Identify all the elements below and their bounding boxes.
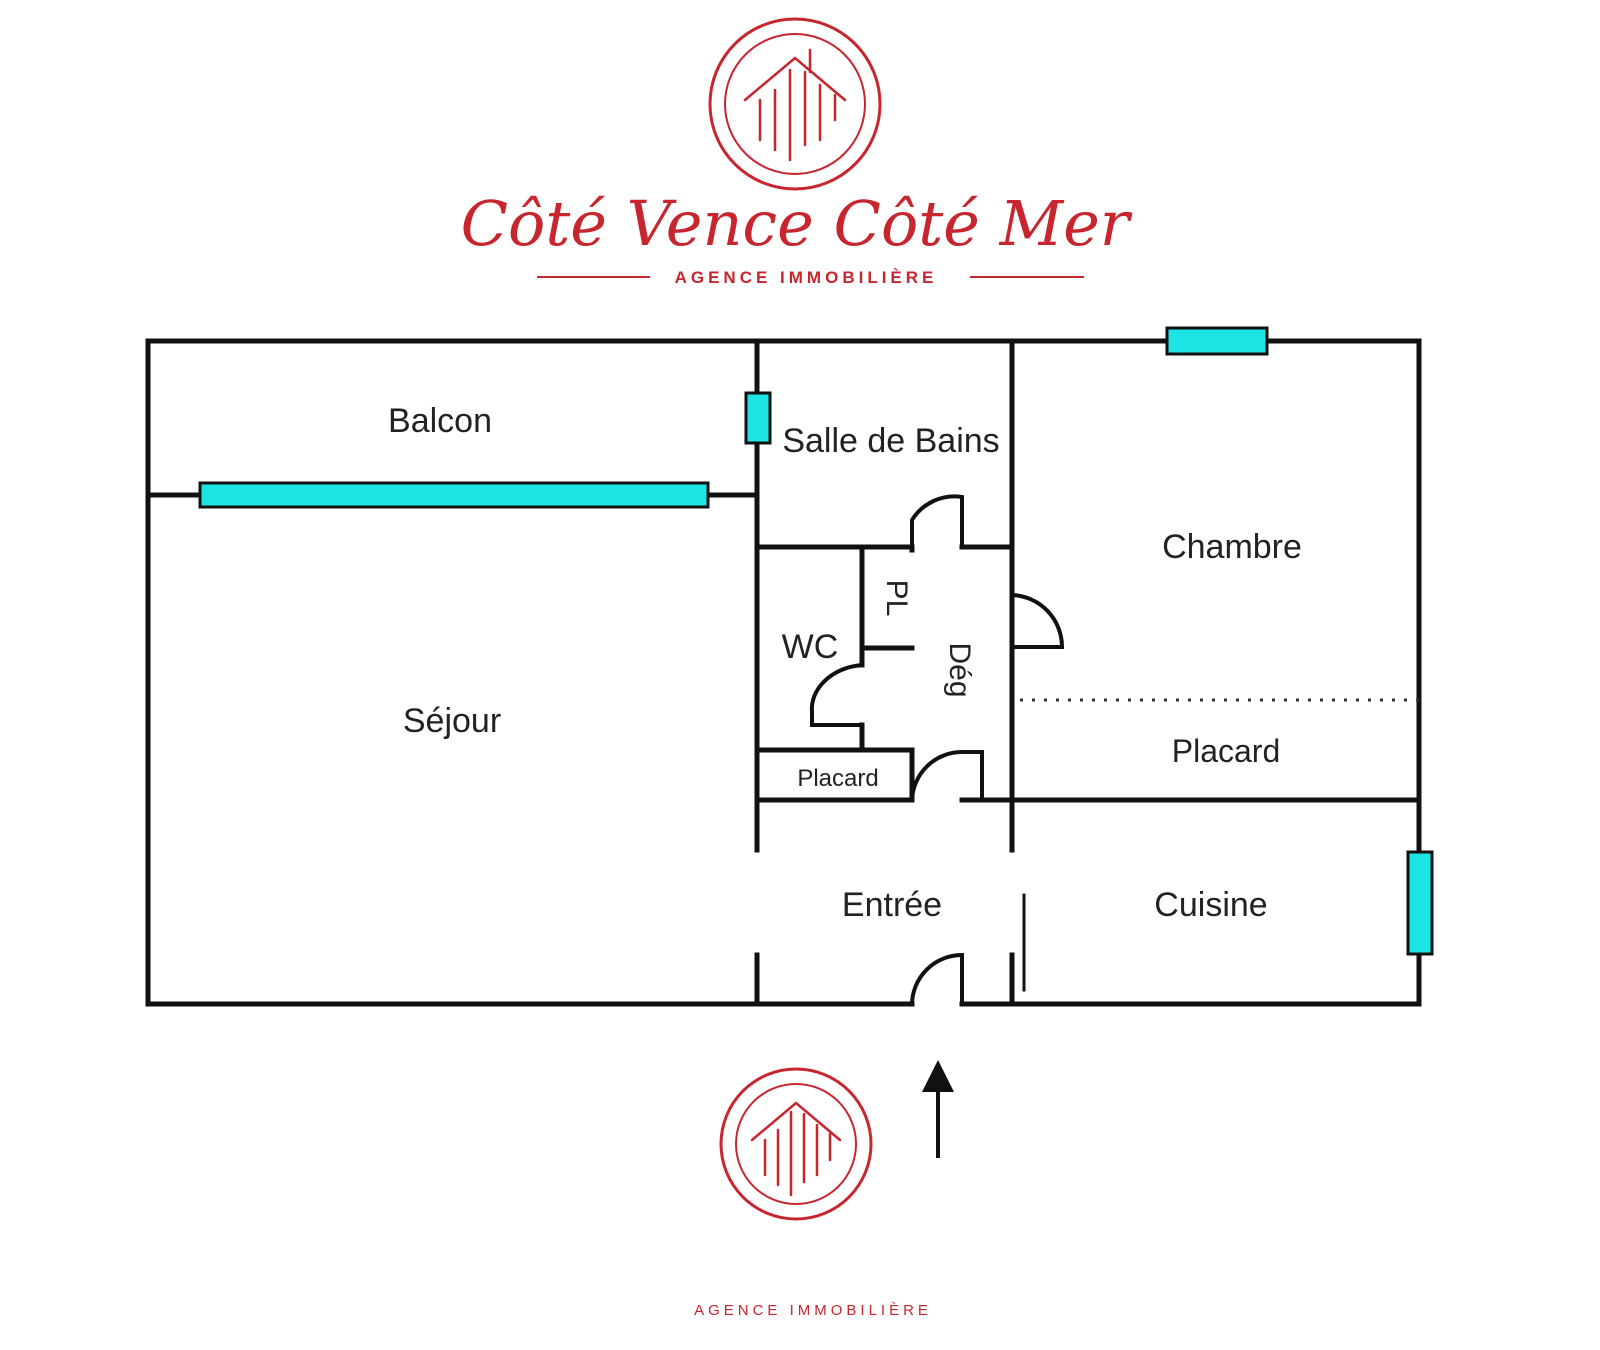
door-entree [910, 952, 964, 1005]
room-label-salle-de-bains: Salle de Bains [782, 422, 999, 460]
room-label-pl: PL [880, 580, 913, 617]
door-sdb [910, 494, 964, 547]
room-label-chambre: Chambre [1162, 528, 1302, 566]
house-lines-icon [750, 1101, 842, 1197]
door-wc-arc [809, 663, 863, 727]
room-label-wc: WC [782, 628, 839, 666]
footer-logo [719, 1067, 873, 1221]
window-balcon [198, 481, 710, 509]
room-label-cuisine: Cuisine [1154, 886, 1267, 924]
room-label-deg: Dég [943, 642, 976, 697]
door-placard [910, 749, 984, 801]
footer-tagline: AGENCE IMMOBILIÈRE [694, 1302, 932, 1319]
brand-tagline: AGENCE IMMOBILIÈRE [675, 268, 938, 287]
windows [198, 326, 1434, 956]
arrow-up-icon [922, 1060, 954, 1158]
doors [809, 494, 1065, 1005]
wall-deg-left [859, 544, 915, 753]
room-label-entree: Entrée [842, 886, 942, 924]
room-label-sejour: Séjour [403, 702, 501, 740]
wall-placard-small [754, 747, 915, 803]
room-label-placard-chambre: Placard [1172, 733, 1281, 769]
brand-name: Côté Vence Côté Mer [461, 187, 1133, 260]
brand-logo [708, 17, 882, 191]
window-chambre [1165, 326, 1269, 356]
room-label-placard-small: Placard [797, 765, 878, 792]
window-cuisine [1406, 850, 1434, 956]
walls [145, 338, 1422, 1007]
door-chambre [1011, 593, 1065, 649]
house-lines-icon [743, 48, 847, 162]
window-sdb [744, 391, 772, 445]
room-label-balcon: Balcon [388, 402, 492, 440]
